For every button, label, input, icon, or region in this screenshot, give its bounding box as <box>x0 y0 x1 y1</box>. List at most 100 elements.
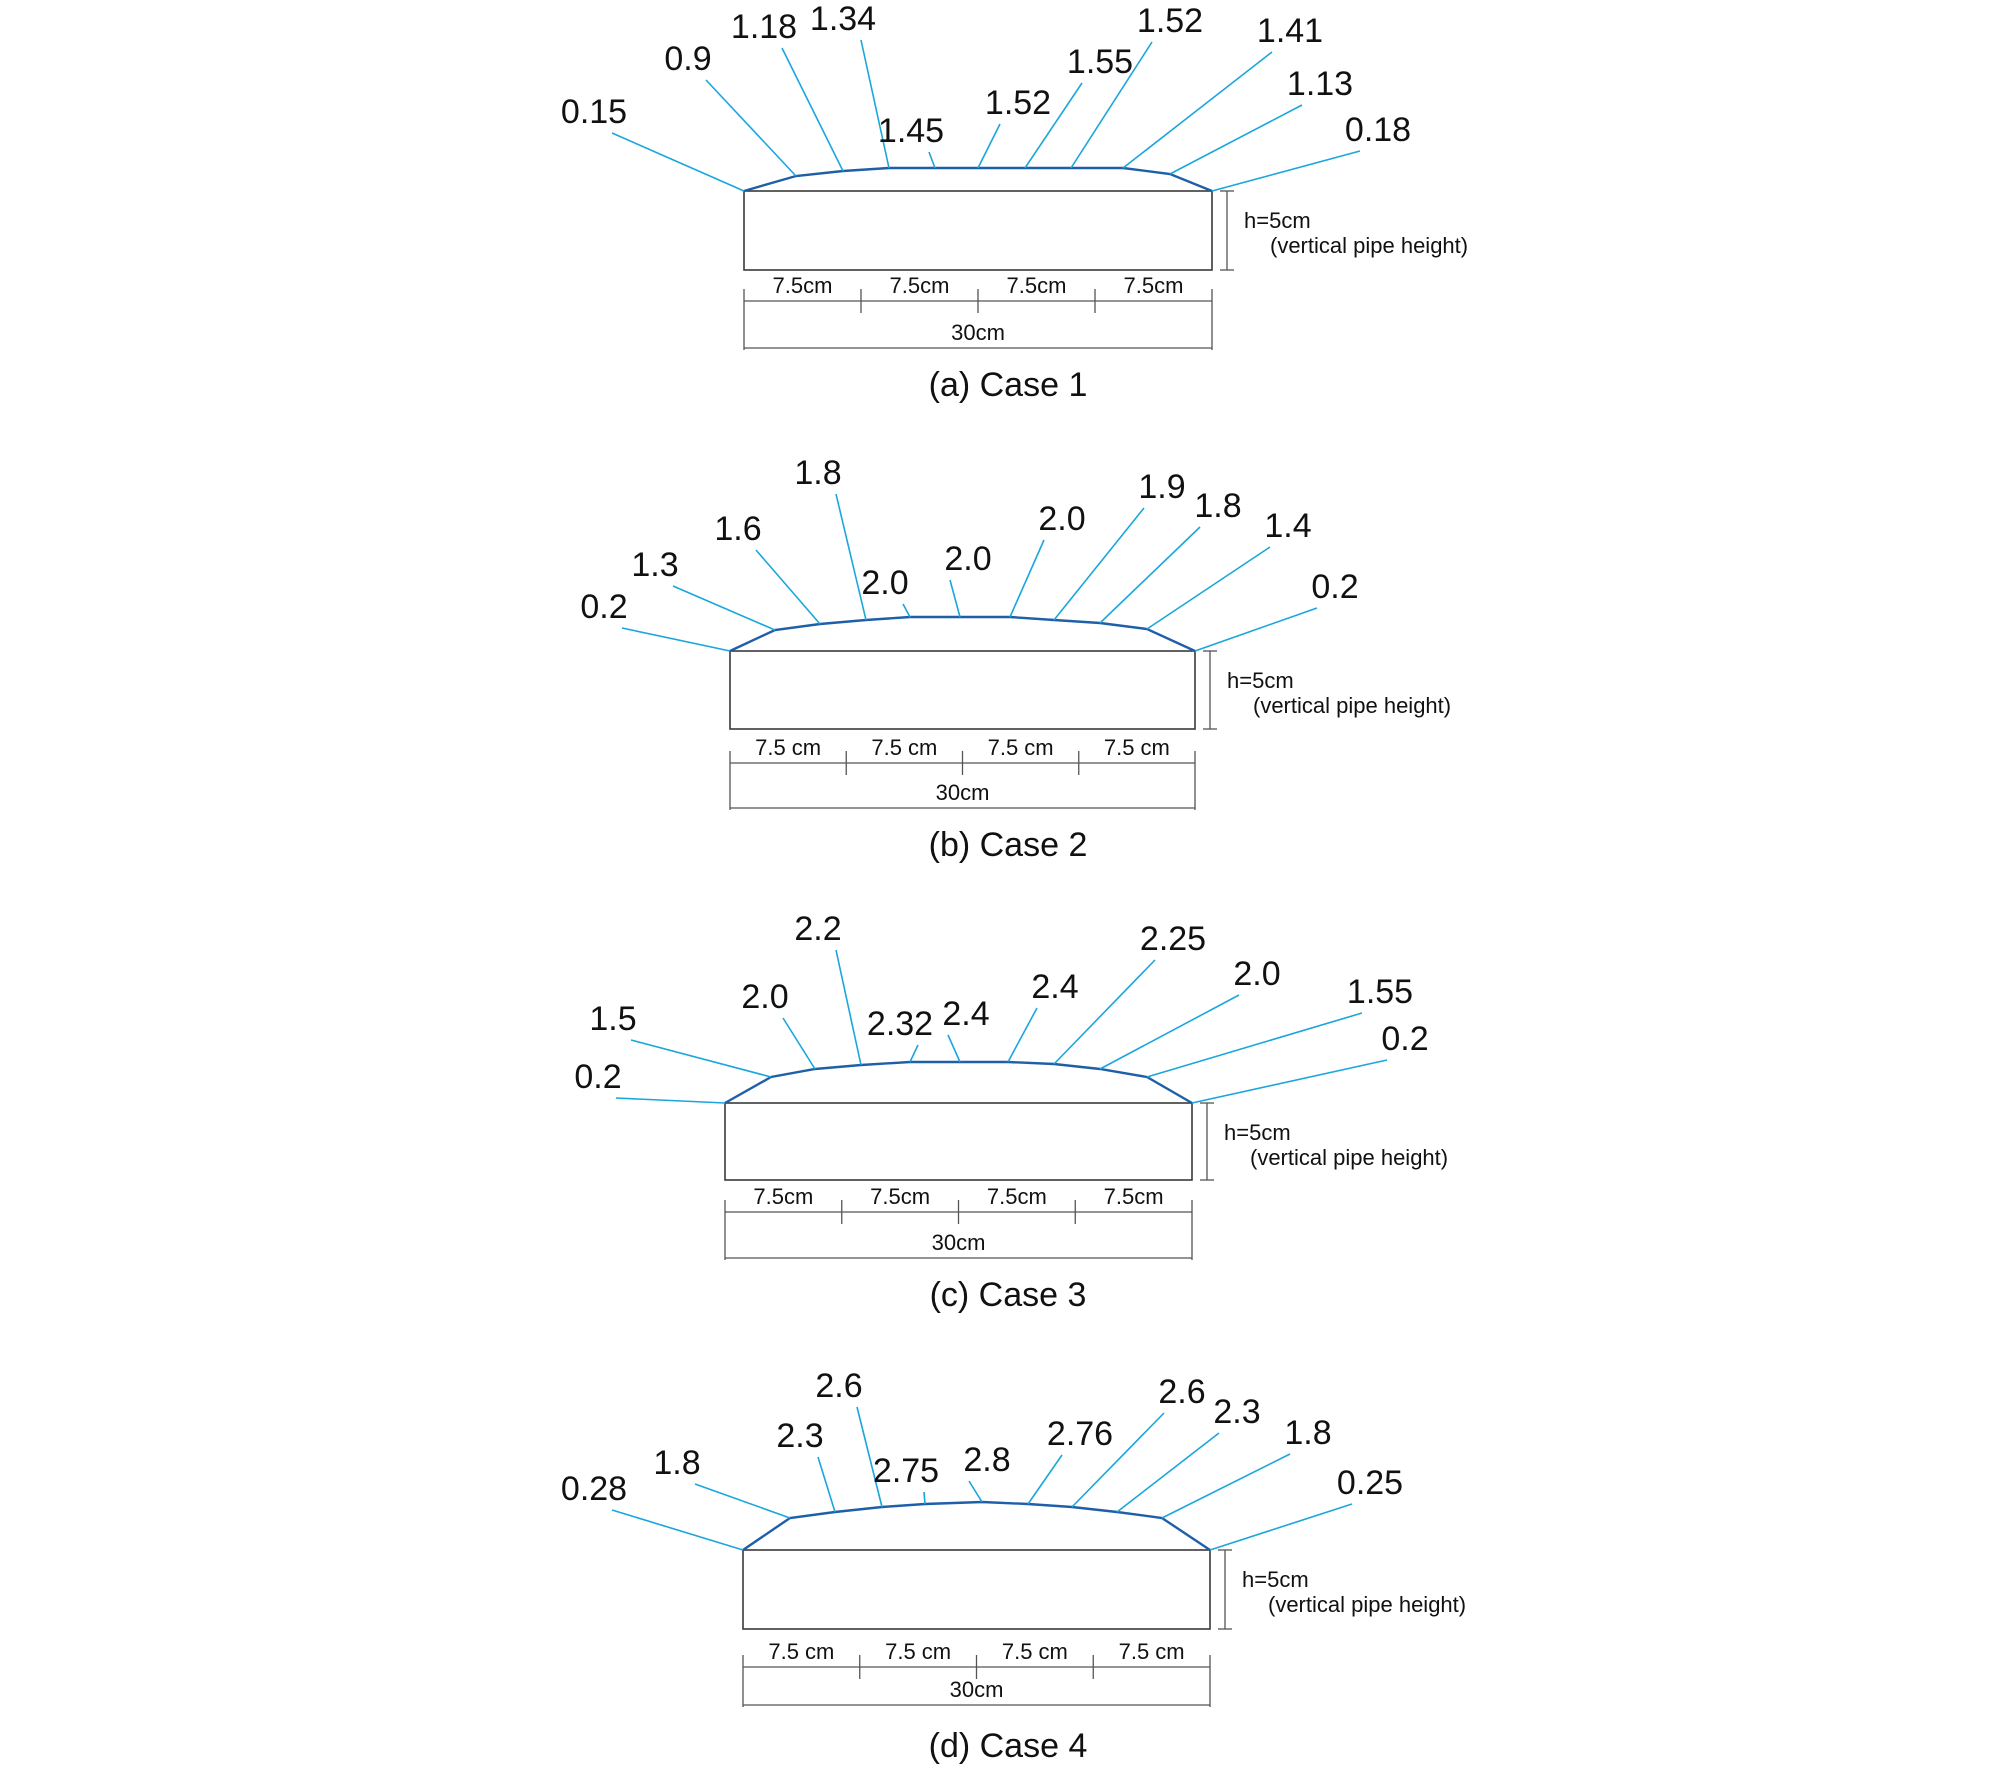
height-label: 2.6 <box>1158 1373 1205 1411</box>
leader-line <box>1053 959 1156 1065</box>
segment-label: 7.5 cm <box>1119 1639 1185 1664</box>
pipe-height-label: h=5cm <box>1224 1120 1291 1145</box>
surface-profile <box>724 1060 1193 1105</box>
height-label: 1.34 <box>810 0 876 38</box>
height-label: 1.6 <box>714 510 761 548</box>
height-label: 1.18 <box>731 8 797 46</box>
height-label: 0.18 <box>1345 111 1411 149</box>
leader-line <box>1070 41 1153 169</box>
pipe-height-label: h=5cm <box>1242 1567 1309 1592</box>
height-label: 2.0 <box>861 564 908 602</box>
total-width-label: 30cm <box>950 1677 1004 1702</box>
leader-line <box>615 1097 726 1104</box>
segment-label: 7.5 cm <box>988 735 1054 760</box>
pipe-height-note: (vertical pipe height) <box>1250 1145 1448 1170</box>
segment-label: 7.5cm <box>890 273 950 298</box>
height-label: 1.8 <box>1284 1414 1331 1452</box>
leader-line <box>860 39 890 169</box>
height-label: 1.8 <box>653 1444 700 1482</box>
height-label: 1.8 <box>1194 487 1241 525</box>
leader-line <box>1194 607 1318 652</box>
surface-profile <box>743 166 1213 193</box>
pipe-height-note: (vertical pipe height) <box>1268 1592 1466 1617</box>
leader-line <box>1071 1412 1165 1508</box>
height-label: 2.0 <box>944 540 991 578</box>
height-label: 2.6 <box>815 1367 862 1405</box>
height-label: 2.3 <box>1213 1393 1260 1431</box>
segment-label: 7.5 cm <box>1002 1639 1068 1664</box>
segment-label: 7.5cm <box>753 1184 813 1209</box>
surface-profile <box>729 615 1196 653</box>
leader-line <box>1211 150 1361 192</box>
leader-line <box>909 1044 919 1063</box>
height-label: 0.2 <box>580 588 627 626</box>
leader-line <box>781 47 844 172</box>
height-label: 0.2 <box>1311 568 1358 606</box>
height-label: 1.9 <box>1138 468 1185 506</box>
height-label: 0.25 <box>1337 1464 1403 1502</box>
total-width-label: 30cm <box>932 1230 986 1255</box>
leader-line <box>902 603 911 618</box>
leader-line <box>755 549 821 625</box>
height-label: 2.3 <box>776 1417 823 1455</box>
segment-label: 7.5 cm <box>755 735 821 760</box>
leader-line <box>782 1017 816 1070</box>
segment-label: 7.5cm <box>1104 1184 1164 1209</box>
height-label: 2.0 <box>1038 500 1085 538</box>
height-label: 2.0 <box>741 978 788 1016</box>
leader-line <box>1099 526 1201 624</box>
leader-line <box>1053 507 1145 621</box>
segment-label: 7.5cm <box>870 1184 930 1209</box>
vertical-pipe-body <box>742 1549 1211 1630</box>
leader-line <box>611 132 745 192</box>
height-label: 2.76 <box>1047 1415 1113 1453</box>
leader-line <box>835 493 867 621</box>
height-label: 0.9 <box>664 40 711 78</box>
segment-label: 7.5 cm <box>1104 735 1170 760</box>
segment-label: 7.5 cm <box>885 1639 951 1664</box>
height-label: 1.41 <box>1257 12 1323 50</box>
height-label: 1.5 <box>589 1000 636 1038</box>
height-label: 1.52 <box>1137 2 1203 40</box>
height-label: 1.45 <box>878 112 944 150</box>
leader-line <box>1116 1432 1220 1513</box>
pipe-height-label: h=5cm <box>1227 668 1294 693</box>
vertical-pipe-body <box>724 1102 1193 1181</box>
leader-line <box>968 1480 983 1503</box>
segment-label: 7.5cm <box>773 273 833 298</box>
leader-line <box>835 949 862 1066</box>
height-label: 1.4 <box>1264 507 1311 545</box>
leader-line <box>949 579 961 618</box>
case-caption: (c) Case 3 <box>930 1276 1087 1314</box>
leader-line <box>1169 104 1303 175</box>
height-label: 2.32 <box>867 1005 933 1043</box>
leader-line <box>1191 1059 1388 1104</box>
leader-line <box>1027 1454 1063 1505</box>
vertical-pipe-body <box>743 190 1213 271</box>
case-caption: (a) Case 1 <box>929 366 1088 404</box>
segment-label: 7.5cm <box>987 1184 1047 1209</box>
leader-line <box>1099 994 1240 1070</box>
height-label: 0.28 <box>561 1470 627 1508</box>
case-caption: (b) Case 2 <box>929 826 1088 864</box>
leader-line <box>1009 539 1045 618</box>
height-label: 1.13 <box>1287 65 1353 103</box>
pipe-height-note: (vertical pipe height) <box>1270 233 1468 258</box>
leader-line <box>672 585 776 631</box>
leader-line <box>705 79 797 177</box>
height-label: 2.2 <box>794 910 841 948</box>
height-label: 2.4 <box>1031 968 1078 1006</box>
surface-profile <box>742 1500 1211 1551</box>
pipe-height-note: (vertical pipe height) <box>1253 693 1451 718</box>
leader-line <box>856 1406 883 1508</box>
height-label: 0.15 <box>561 93 627 131</box>
leader-line <box>621 627 731 652</box>
vertical-pipe-body <box>729 650 1196 730</box>
leader-line <box>694 1483 791 1519</box>
pipe-height-label: h=5cm <box>1244 208 1311 233</box>
leader-line <box>923 1491 926 1505</box>
